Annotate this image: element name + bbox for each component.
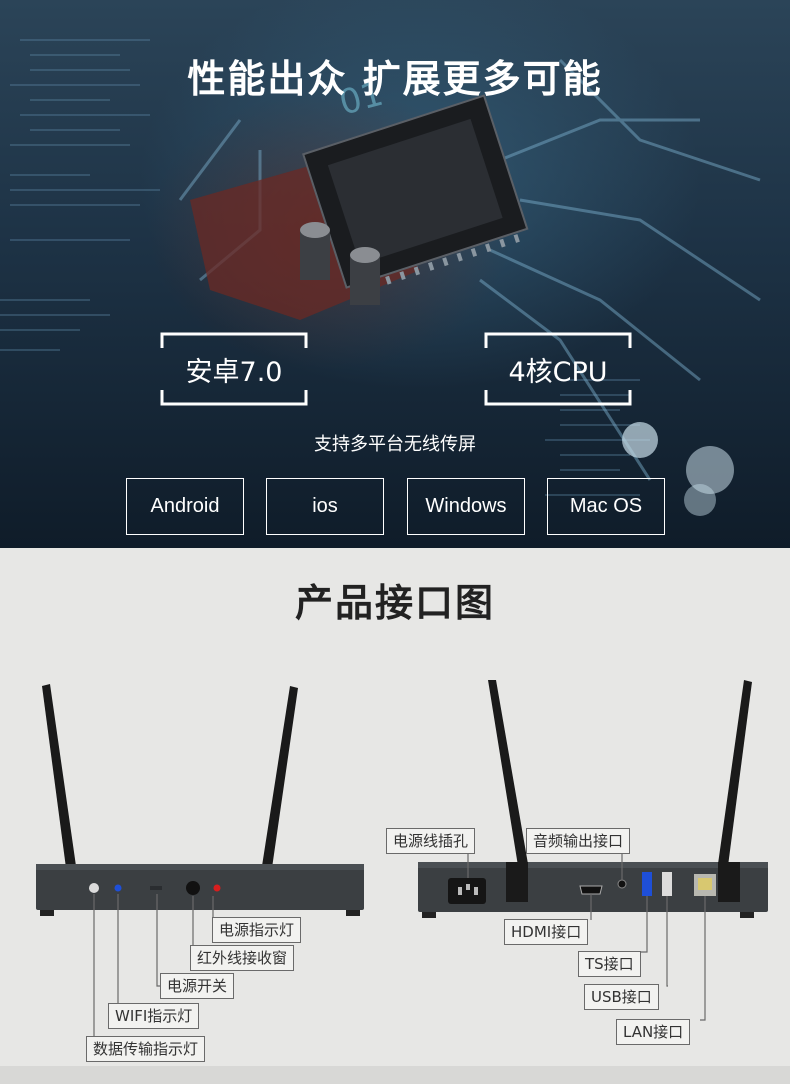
- bottom-strip: [0, 1066, 790, 1084]
- spec-cpu-cores: 4核CPU: [484, 332, 632, 406]
- label-wifi-indicator: WIFI指示灯: [108, 1003, 200, 1029]
- spec-frame-icon: [160, 332, 308, 406]
- label-power-indicator: 电源指示灯: [212, 917, 302, 943]
- label-ts: TS接口: [578, 951, 641, 977]
- label-lan: LAN接口: [616, 1019, 691, 1045]
- section-title: 产品接口图: [294, 581, 495, 625]
- os-tag-macos: Mac OS: [547, 478, 665, 535]
- os-tag-windows: Windows: [407, 478, 525, 535]
- label-power-socket: 电源线插孔: [386, 828, 476, 854]
- label-ir-receiver: 红外线接收窗: [190, 945, 295, 971]
- device-back-view: [418, 680, 768, 1021]
- label-data-indicator: 数据传输指示灯: [86, 1036, 206, 1062]
- device-illustrations: [36, 680, 768, 1050]
- hero-subtitle: 支持多平台无线传屏: [314, 434, 476, 455]
- spec-label: 安卓7.0: [185, 356, 283, 388]
- hero-banner: 01 性能出众 扩展更多可能 安卓7.0 4核CPU 支持多平台无线传屏 And…: [0, 0, 790, 548]
- spec-android-version: 安卓7.0: [160, 332, 308, 406]
- hero-title: 性能出众 扩展更多可能: [187, 57, 603, 101]
- device-front-view: [36, 684, 364, 1050]
- label-audio-out: 音频输出接口: [526, 828, 631, 854]
- label-power-switch: 电源开关: [160, 973, 235, 999]
- spec-label: 4核CPU: [508, 356, 608, 388]
- label-usb: USB接口: [584, 984, 659, 1010]
- circuit-board-illustration: 01: [0, 39, 761, 516]
- spec-frame-icon: [484, 332, 632, 406]
- os-tag-android: Android: [126, 478, 244, 535]
- label-hdmi: HDMI接口: [504, 919, 589, 945]
- os-tag-ios: ios: [266, 478, 384, 535]
